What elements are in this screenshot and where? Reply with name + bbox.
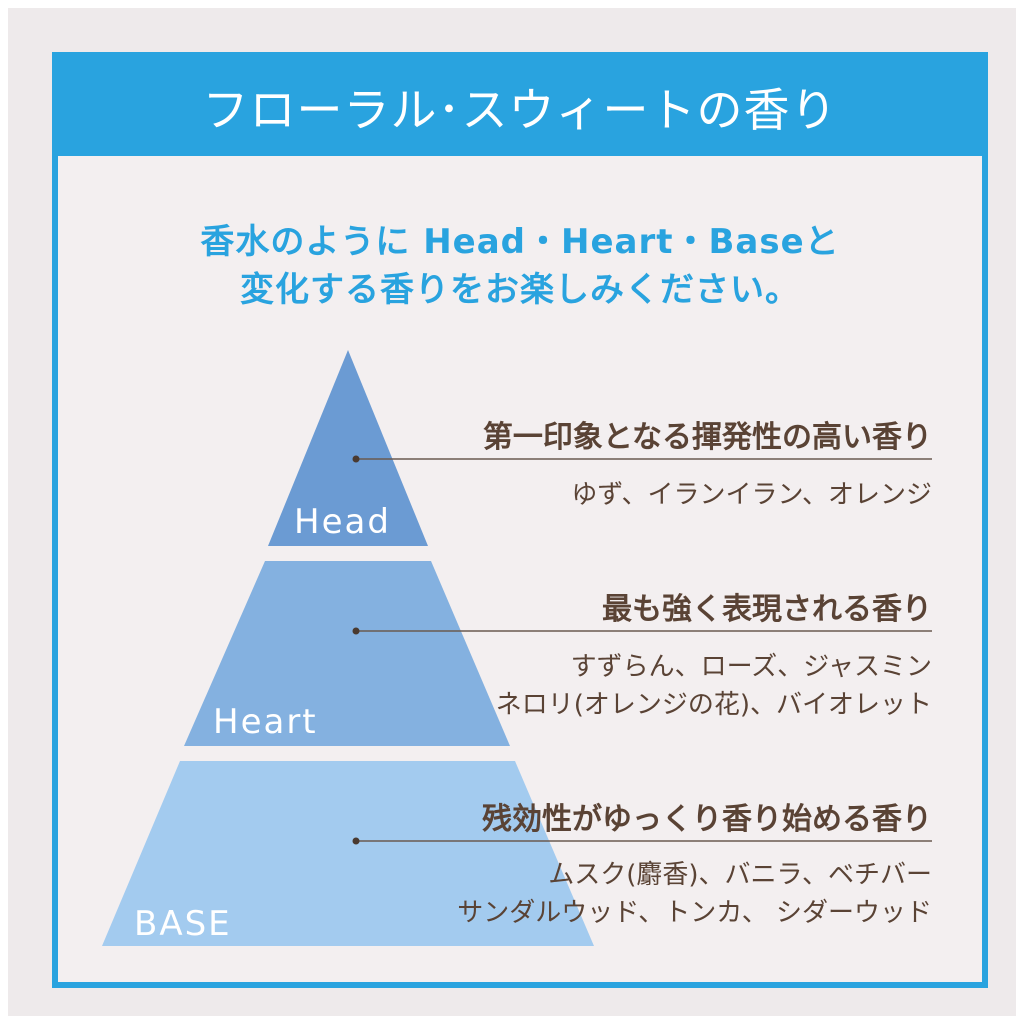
head-notes-line-1: ゆず、イランイラン、オレンジ (571, 480, 932, 510)
outer-background: フローラル･スウィートの香り 香水のように Head・Heart・Baseと 変… (8, 8, 1016, 1016)
heart-tier (184, 561, 510, 746)
head-tier (268, 350, 428, 546)
base-notes-line-1: ムスク(麝香)、バニラ、ベチバー (548, 860, 932, 890)
head-connector-dot (352, 455, 360, 463)
subtitle-line-1: 香水のように Head・Heart・Baseと (200, 222, 840, 262)
base-label: BASE (134, 904, 232, 944)
heart-label: Heart (213, 702, 318, 742)
heart-notes-line-1: すずらん、ローズ、ジャスミン (570, 652, 932, 682)
base-tier (102, 761, 594, 946)
title-bar: フローラル･スウィートの香り (58, 58, 982, 156)
content-frame: フローラル･スウィートの香り 香水のように Head・Heart・Baseと 変… (52, 52, 988, 988)
fragrance-pyramid (102, 350, 932, 946)
heart-notes-line-2: ネロリ(オレンジの花)、バイオレット (495, 690, 932, 720)
head-label: Head (294, 502, 391, 542)
subtitle-line-2: 変化する香りをお楽しみください。 (240, 270, 800, 310)
page-title: フローラル･スウィートの香り (202, 83, 838, 137)
heart-heading: 最も強く表現される香り (602, 592, 932, 627)
heart-connector-dot (352, 627, 360, 635)
head-heading: 第一印象となる揮発性の高い香り (482, 420, 932, 455)
base-heading: 残効性がゆっくり香り始める香り (482, 802, 932, 837)
base-notes-line-2: サンダルウッド、トンカ、 シダーウッド (457, 898, 932, 928)
base-connector-dot (352, 837, 360, 845)
